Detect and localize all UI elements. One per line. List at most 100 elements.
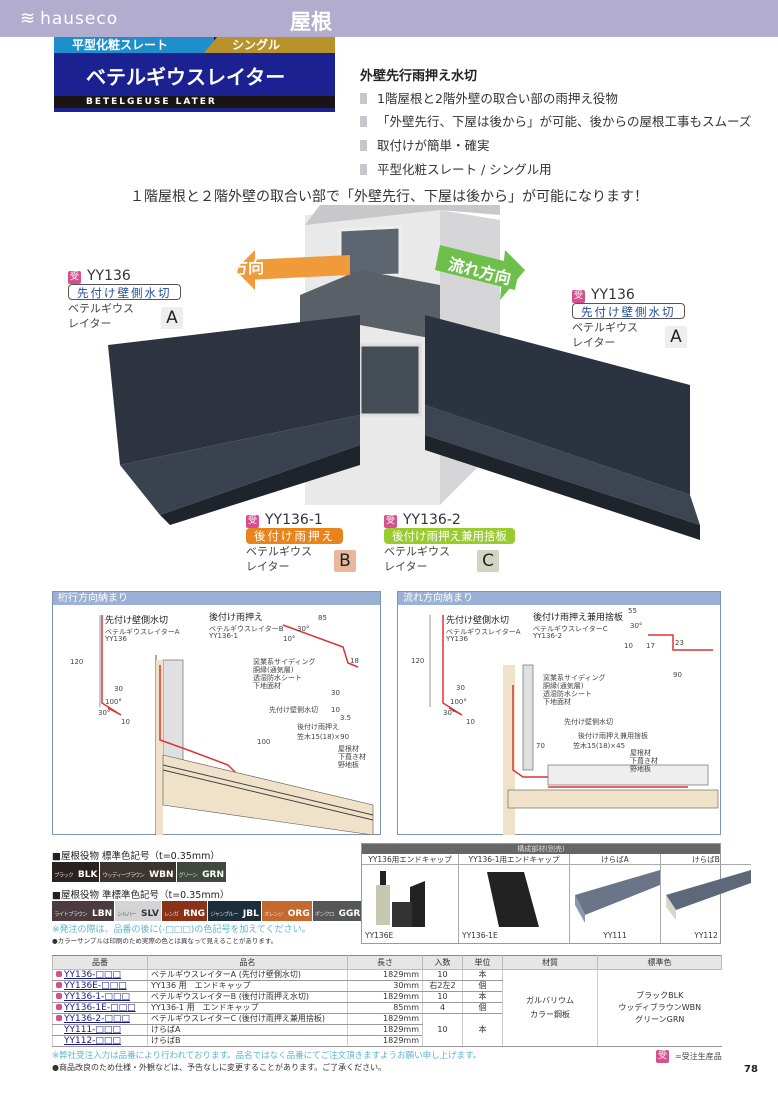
column-header: 標準色: [597, 955, 722, 970]
color-swatch-wbn: ウッディーブラウン WBN: [100, 862, 176, 882]
product-code: YY136E-□□□: [52, 980, 148, 992]
product-name: ベテルギウスレイター: [86, 65, 286, 89]
product-code: YY136-2-□□□: [52, 1013, 148, 1025]
product-table: 品番品名長さ入数単位材質標準色 YY136-□□□ベテルギウスレイターA (先付…: [52, 955, 722, 1047]
made-to-order-icon: [56, 993, 62, 999]
diagram-flow-direction: 流れ方向納まり 先付け壁側水切 ベテルギウスレイターA YY136 後付け雨押え…: [397, 591, 721, 835]
color-swatch-lbn: ライトブラウン LBN: [52, 901, 115, 921]
product-length: 1829mm: [347, 1024, 423, 1036]
column-header: 材質: [502, 955, 598, 970]
product-code: YY136-1-□□□: [52, 991, 148, 1003]
diagram-title: 桁行方向納まり: [53, 592, 380, 605]
color-swatch-ggr: ギンクロ GGR: [312, 901, 363, 921]
product-qty: 10: [422, 991, 463, 1003]
page-number: 78: [744, 1064, 758, 1075]
panel-a-left: [108, 315, 360, 465]
product-qty: 10: [422, 969, 463, 981]
feature-item: 平型化粧スレート / シングル用: [360, 159, 552, 178]
color-swatch-org: オレンジ ORG: [261, 901, 312, 921]
product-title-block: 平型化粧スレート シングル ベテルギウスレイター BETELGEUSE LATE…: [54, 37, 335, 112]
table-row: YY136-2-□□□ベテルギウスレイターC (後付け雨押え兼用捨板)1829m…: [52, 1013, 722, 1047]
category-title: 屋根: [290, 10, 332, 34]
tag-shingle: シングル: [204, 37, 335, 53]
made-to-order-icon: [56, 1015, 62, 1021]
lower-window: [358, 343, 422, 417]
features-title: 外壁先行雨押え水切: [360, 69, 478, 84]
wave-icon: ≋: [20, 8, 37, 29]
diagram-title: 流れ方向納まり: [398, 592, 720, 605]
feature-item: 取付けが簡単・確実: [360, 135, 490, 154]
product-length: 1829mm: [347, 991, 423, 1003]
product-name: けらばB: [147, 1035, 348, 1047]
part-card: YY136用エンドキャップ YY136E: [362, 854, 459, 943]
product-code: YY111-□□□: [52, 1024, 148, 1036]
product-name: ベテルギウスレイターA (先付け壁側水切): [147, 969, 348, 981]
made-to-order-icon: [56, 982, 62, 988]
arrow-right: [435, 245, 520, 290]
product-qty: 右2左2: [422, 980, 463, 992]
product-length: 1829mm: [347, 1035, 423, 1047]
part-card: けらばB YY112: [661, 854, 751, 943]
feature-item: 「外壁先行、下屋は後から」が可能、後からの屋根工事もスムーズ: [360, 111, 751, 130]
color-swatch-slv: シルバー SLV: [115, 901, 161, 921]
arrow-left: [245, 255, 350, 280]
standard-colors-title: ■屋根役物 標準色記号（t=0.35mm）: [52, 851, 220, 862]
semi-standard-colors-title: ■屋根役物 準標準色記号（t=0.35mm）: [52, 890, 230, 901]
column-header: 品番: [52, 955, 148, 970]
column-header: 品名: [147, 955, 348, 970]
color-sample-note: ●カラーサンプルは印刷のため実際の色とは異なって見えることがあります。: [52, 937, 278, 945]
column-header: 単位: [462, 955, 503, 970]
lead-text: １階屋根と２階外壁の取合い部で「外壁先行、下屋は後から」が可能になります！: [130, 189, 648, 205]
page-header: [0, 0, 778, 37]
direction-label-eaves: 桁行方向: [200, 258, 265, 277]
feature-item: 1階屋根と2階外壁の取合い部の雨押え役物: [360, 88, 618, 107]
product-code: YY136-□□□: [52, 969, 148, 981]
product-name: YY136 用 エンドキャップ: [147, 980, 348, 992]
product-name: けらばA: [147, 1024, 348, 1036]
product-name: YY136-1 用 エンドキャップ: [147, 1002, 348, 1014]
product-unit: 本: [462, 991, 503, 1003]
product-length: 1829mm: [347, 1013, 423, 1025]
made-to-order-badge: 受: [68, 271, 81, 284]
color-swatch-rng: レンガ RNG: [162, 901, 208, 921]
made-to-order-icon: [56, 1004, 62, 1010]
panel-a-right: [425, 315, 690, 495]
product-qty: 4: [422, 1002, 463, 1014]
product-unit: 本: [462, 969, 503, 981]
product-unit: 個: [462, 1002, 503, 1014]
made-to-order-icon: [56, 971, 62, 977]
component-parts: 構成部材(別売) YY136用エンドキャップ YY136E YY136-1用エン…: [361, 843, 751, 944]
product-length: 1829mm: [347, 969, 423, 981]
part-card: YY136-1用エンドキャップ YY136-1E: [459, 854, 570, 943]
product-unit: 本: [462, 1013, 503, 1047]
product-length: 85mm: [347, 1002, 423, 1014]
color-swatch-grn: グリーン GRN: [176, 862, 226, 882]
column-header: 入数: [422, 955, 463, 970]
part-card: けらばA YY111: [570, 854, 661, 943]
brand-logo: ≋hauseco: [20, 8, 119, 29]
order-note: ※弊社受注入力は品番により行われております。品名ではなく品番にてご注文頂きますよ…: [52, 1051, 482, 1061]
column-header: 長さ: [347, 955, 423, 970]
spec-change-note: ●商品改良のため仕様・外観などは、予告なしに変更することがあります。ご了承くださ…: [52, 1063, 387, 1072]
diagram-eaves-direction: 桁行方向納まり 先付け壁側水切 ベテルギウスレイターA YY136 後付け雨押え…: [52, 591, 381, 835]
product-name: ベテルギウスレイターC (後付け雨押え兼用捨板): [147, 1013, 348, 1025]
product-code: YY112-□□□: [52, 1035, 148, 1047]
hero-illustration: [108, 205, 700, 540]
color-swatch-blk: ブラック BLK: [52, 862, 100, 882]
color-swatch-jbl: ジャンブルー JBL: [208, 901, 261, 921]
product-qty: 10: [422, 1013, 463, 1047]
tag-flat-slate: 平型化粧スレート: [54, 37, 214, 53]
made-to-order-legend: 受=受注生産品: [656, 1050, 722, 1063]
